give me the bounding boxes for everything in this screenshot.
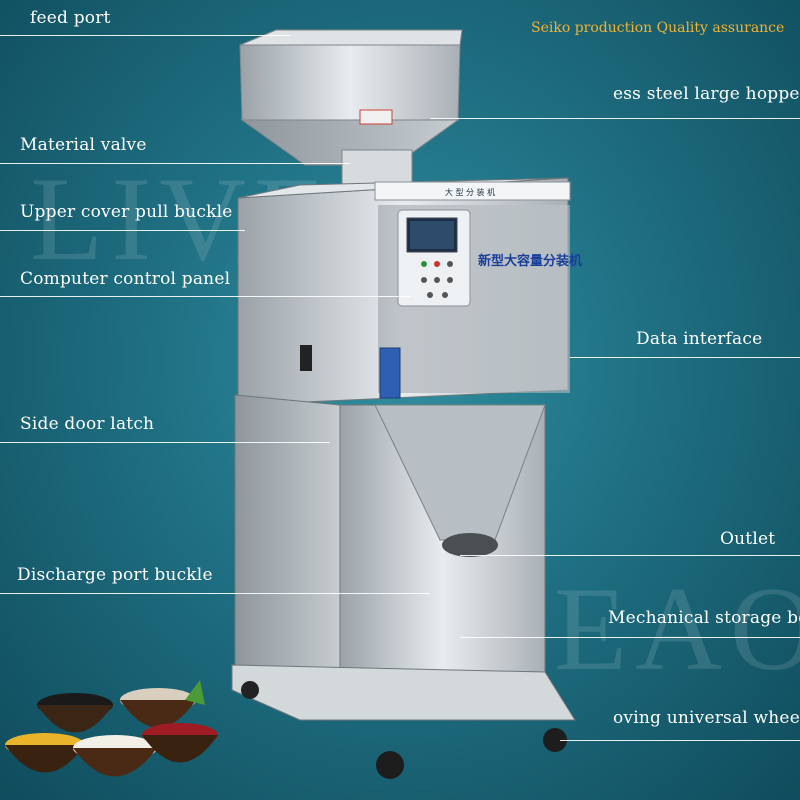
label-upper-cover: Upper cover pull buckle bbox=[20, 202, 233, 222]
label-side-door: Side door latch bbox=[20, 414, 155, 434]
label-control-panel: Computer control panel bbox=[20, 269, 231, 289]
wheels bbox=[241, 681, 567, 779]
line-control-panel bbox=[0, 296, 410, 297]
label-outlet: Outlet bbox=[720, 529, 776, 549]
quality-badge: Seiko production Quality assurance bbox=[531, 20, 785, 36]
label-material-valve: Material valve bbox=[20, 135, 147, 155]
lower-cabinet bbox=[231, 394, 576, 721]
line-feed-port bbox=[0, 35, 290, 36]
data-plate bbox=[379, 347, 401, 399]
hopper bbox=[239, 29, 463, 166]
label-hopper: ess steel large hopper bbox=[613, 84, 800, 104]
line-hopper bbox=[430, 118, 800, 119]
line-outlet bbox=[460, 555, 800, 556]
line-material-valve bbox=[0, 163, 350, 164]
panel-title: 新型大容量分装机 bbox=[478, 253, 582, 269]
line-wheels bbox=[560, 740, 800, 741]
label-storage-box: Mechanical storage box bbox=[608, 608, 800, 628]
line-side-door bbox=[0, 442, 330, 443]
label-wheels: oving universal wheels bbox=[613, 708, 800, 728]
label-data-interface: Data interface bbox=[636, 329, 763, 349]
grain-bowls bbox=[5, 680, 218, 777]
label-discharge-buckle: Discharge port buckle bbox=[17, 565, 213, 585]
label-feed-port: feed port bbox=[30, 8, 111, 28]
material-valve-part bbox=[341, 149, 413, 186]
control-panel bbox=[397, 209, 471, 307]
line-upper-cover bbox=[0, 230, 245, 231]
line-discharge-buckle bbox=[0, 593, 430, 594]
top-strip-text: 大 型 分 装 机 bbox=[445, 187, 495, 197]
line-data-interface bbox=[570, 357, 800, 358]
side-latch bbox=[300, 345, 312, 371]
line-storage-box bbox=[460, 637, 800, 638]
